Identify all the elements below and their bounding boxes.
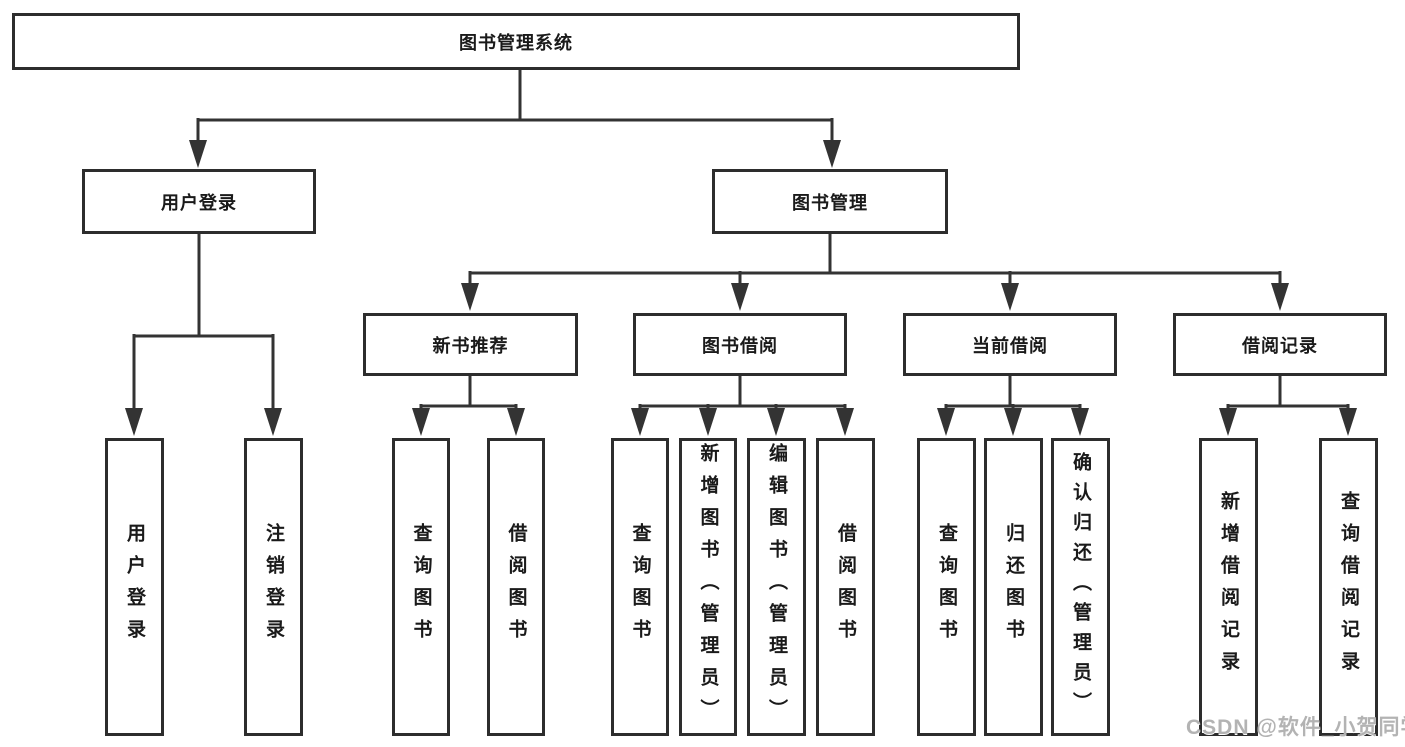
node-leaf-borrow-book-2: 借阅图书 [816,438,875,736]
node-borrow-record: 借阅记录 [1173,313,1387,376]
node-label: 查询图书 [936,523,957,651]
node-book-borrow: 图书借阅 [633,313,847,376]
node-label: 图书管理系统 [459,32,573,53]
arrowheads [125,140,1357,436]
node-leaf-logout: 注销登录 [244,438,303,736]
node-leaf-user-login: 用户登录 [105,438,164,736]
node-leaf-query-book-1: 查询图书 [392,438,450,736]
node-label: 用户登录 [161,192,237,213]
node-label: 新书推荐 [432,335,509,356]
node-leaf-borrow-book-1: 借阅图书 [487,438,545,736]
csdn-watermark: CSDN @软件_小贺同学 [1186,716,1405,739]
node-new-book-recommend: 新书推荐 [363,313,578,376]
node-leaf-add-borrow-record: 新增借阅记录 [1199,438,1258,736]
node-current-borrow: 当前借阅 [903,313,1117,376]
node-label: 编辑图书（管理员） [766,443,787,731]
node-leaf-query-borrow-record: 查询借阅记录 [1319,438,1378,736]
node-label: 图书管理 [792,192,868,213]
node-label: 查询图书 [629,523,651,651]
node-label: 借阅图书 [505,523,527,651]
node-label: 当前借阅 [972,335,1048,356]
node-library-management-system: 图书管理系统 [12,13,1020,70]
node-label: 用户登录 [124,523,145,651]
node-label: 确认归还（管理员） [1070,452,1091,722]
node-book-management: 图书管理 [712,169,948,234]
node-label: 注销登录 [263,523,284,651]
node-label: 借阅记录 [1242,335,1318,356]
node-leaf-add-book-admin: 新增图书（管理员） [679,438,737,736]
node-label: 查询图书 [410,523,432,651]
node-leaf-query-book-3: 查询图书 [917,438,976,736]
node-label: 图书借阅 [702,335,778,356]
node-label: 归还图书 [1003,523,1024,651]
node-user-login: 用户登录 [82,169,316,234]
node-leaf-query-book-2: 查询图书 [611,438,669,736]
node-leaf-return-book: 归还图书 [984,438,1043,736]
node-leaf-confirm-return-admin: 确认归还（管理员） [1051,438,1110,736]
node-label: 查询借阅记录 [1338,491,1359,683]
node-label: 新增图书（管理员） [697,443,719,731]
node-leaf-edit-book-admin: 编辑图书（管理员） [747,438,806,736]
node-label: 新增借阅记录 [1218,491,1239,683]
node-label: 借阅图书 [835,523,856,651]
